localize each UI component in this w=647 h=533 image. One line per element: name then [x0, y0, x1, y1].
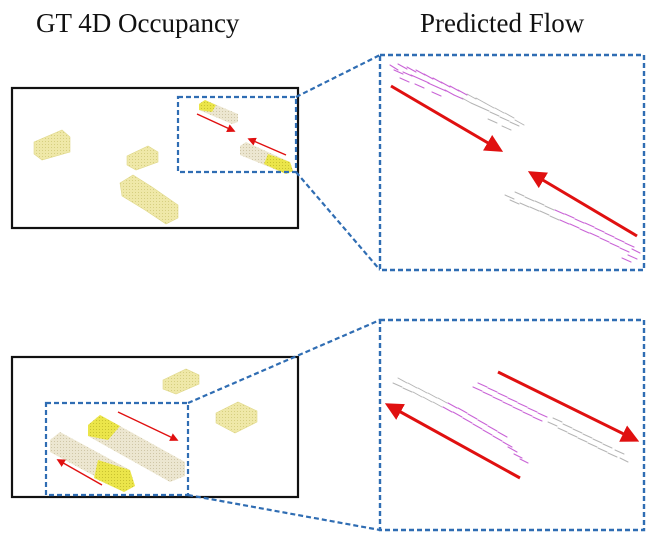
top-zoom-region	[176, 95, 298, 174]
bottom-occupancy-car-2	[215, 401, 258, 434]
bottom-occupancy-arrow-b	[56, 459, 103, 486]
top-occupancy-truck	[119, 174, 179, 225]
gt-occupancy-header: GT 4D Occupancy	[36, 8, 240, 38]
bottom-flow-vectors-b	[472, 382, 629, 463]
predicted-flow-header: Predicted Flow	[420, 8, 585, 38]
bottom-occupancy-car-1	[162, 368, 200, 395]
bottom-flow-vectors-a	[392, 377, 529, 464]
bottom-flow-arrow-a	[497, 370, 640, 442]
top-zoom-connector-upper	[295, 54, 381, 98]
top-occupancy-arrow-a	[196, 113, 236, 133]
top-occupancy-car-1	[33, 129, 71, 161]
top-flow-arrow-a	[390, 84, 504, 152]
top-occupancy-car-2	[126, 145, 159, 171]
bottom-flow-arrow-b	[384, 403, 521, 480]
top-zoom-connector-lower	[295, 171, 381, 271]
bottom-occupancy-moving-car-a	[88, 415, 185, 482]
bottom-occupancy-frame	[10, 355, 300, 499]
bottom-flow-panel	[378, 318, 646, 532]
bottom-zoom-connector-lower	[187, 493, 381, 532]
top-flow-vectors-a	[389, 63, 525, 131]
bottom-zoom-connector-upper	[187, 318, 381, 405]
top-occupancy-arrow-b	[247, 137, 287, 156]
top-flow-vectors-b	[504, 191, 641, 263]
top-occupancy-moving-car-a	[199, 100, 238, 124]
top-occupancy-moving-car-b	[240, 142, 293, 174]
top-flow-panel	[378, 53, 646, 272]
bottom-zoom-region	[44, 401, 190, 497]
bottom-occupancy-moving-car-b	[50, 432, 135, 492]
top-flow-arrow-b	[527, 171, 638, 238]
bottom-occupancy-arrow-a	[117, 411, 179, 441]
